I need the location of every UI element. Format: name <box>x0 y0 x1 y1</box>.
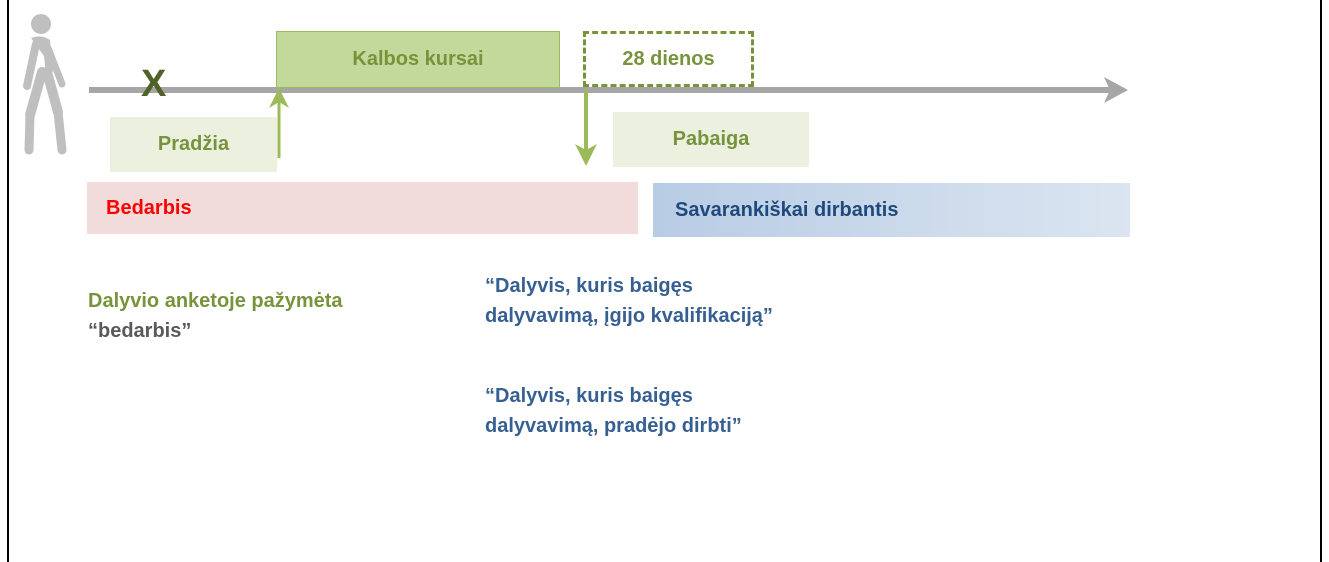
course-label: Kalbos kursai <box>352 48 484 70</box>
timeline-arrow-icon <box>89 77 1128 103</box>
result-qualification-note: “Dalyvis, kuris baigęs dalyvavimą, įgijo… <box>485 271 773 331</box>
start-box: Pradžia <box>110 117 277 172</box>
end-arrow-icon <box>575 90 597 166</box>
result-qualification-line2: dalyvavimą, įgijo kvalifikaciją” <box>485 305 773 327</box>
end-label: Pabaiga <box>672 128 750 150</box>
questionnaire-note-line1: Dalyvio anketoje pažymėta <box>88 290 343 312</box>
exit-marker: X <box>141 63 167 105</box>
walking-person-icon <box>23 14 67 155</box>
result-qualification-line1: “Dalyvis, kuris baigęs <box>485 275 693 297</box>
period-box: 28 dienos <box>583 31 754 87</box>
start-arrow-icon <box>269 88 289 158</box>
status-self-employed-bar: Savarankiškai dirbantis <box>653 183 1130 237</box>
questionnaire-note-line2: “bedarbis” <box>88 320 192 342</box>
end-box: Pabaiga <box>613 112 809 167</box>
course-box: Kalbos kursai <box>276 31 560 88</box>
result-employment-line1: “Dalyvis, kuris baigęs <box>485 385 693 407</box>
status-unemployed-label: Bedarbis <box>106 196 192 219</box>
start-label: Pradžia <box>157 133 230 155</box>
right-border <box>1320 0 1322 562</box>
result-employment-note: “Dalyvis, kuris baigęs dalyvavimą, pradė… <box>485 381 742 441</box>
left-border <box>7 0 9 562</box>
questionnaire-note: Dalyvio anketoje pažymėta “bedarbis” <box>88 286 343 346</box>
period-label: 28 dienos <box>622 47 715 70</box>
status-self-employed-label: Savarankiškai dirbantis <box>675 198 899 221</box>
status-unemployed-bar: Bedarbis <box>87 182 638 234</box>
result-employment-line2: dalyvavimą, pradėjo dirbti” <box>485 415 742 437</box>
